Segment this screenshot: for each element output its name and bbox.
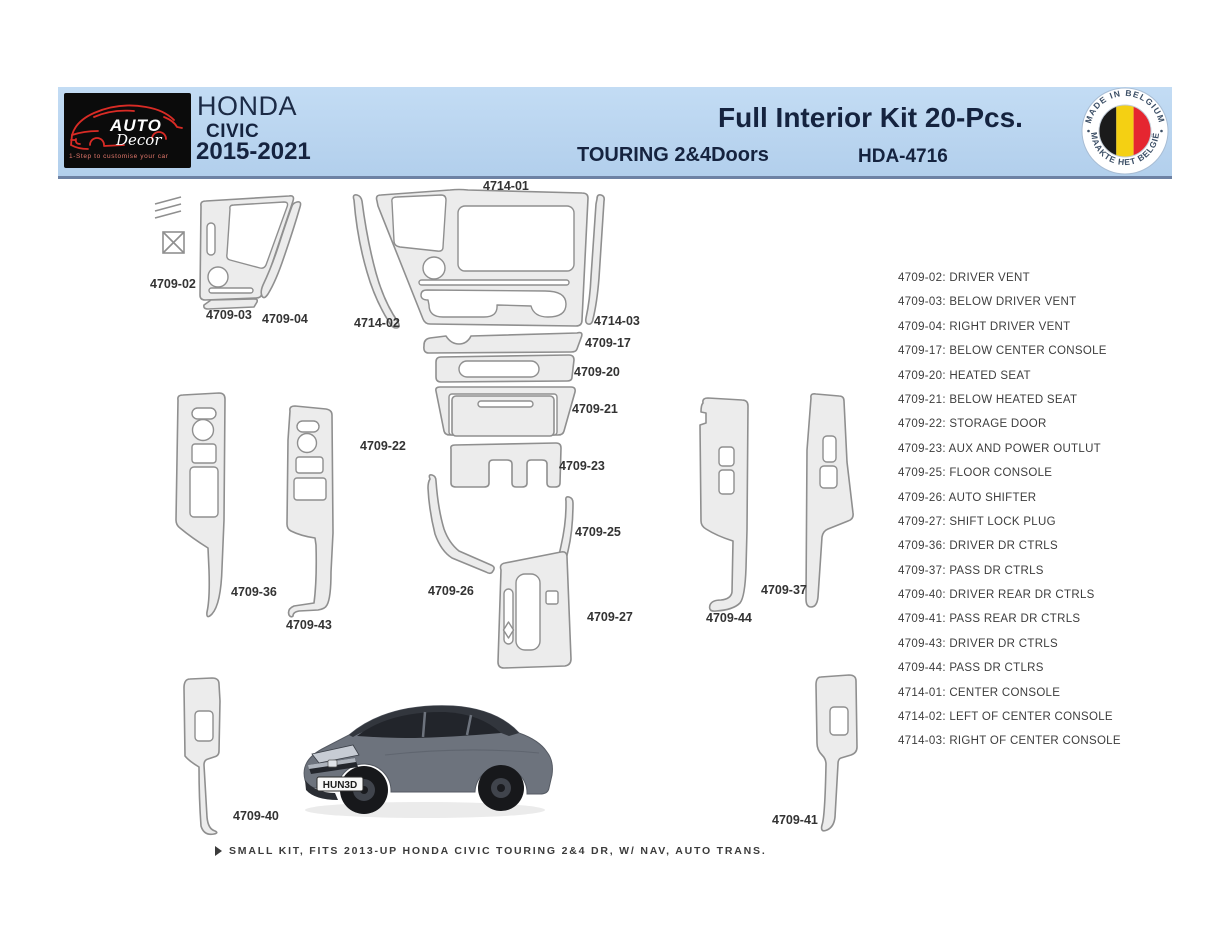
part-label: 4709-25 [575, 525, 621, 539]
parts-list-item: 4714-03RIGHT OF CENTER CONSOLE [898, 729, 1121, 753]
part-label: 4709-03 [206, 308, 252, 322]
logo-tagline: 1-Step to customise your car [69, 153, 169, 160]
logo-car-icon [70, 104, 183, 150]
part-4709-20-shape [435, 354, 575, 383]
part-label: 4714-01 [483, 179, 529, 193]
parts-list-item: 4709-41PASS REAR DR CTRLS [898, 607, 1121, 631]
part-label: 4709-21 [572, 402, 618, 416]
parts-list-item: 4709-22STORAGE DOOR [898, 412, 1121, 436]
footnote: SMALL KIT, FITS 2013-UP HONDA CIVIC TOUR… [215, 845, 767, 857]
part-label: 4709-23 [559, 459, 605, 473]
header-band: AUTO Decor 1-Step to customise your car … [58, 87, 1172, 179]
part-label: 4709-27 [587, 610, 633, 624]
parts-list-item: 4709-44PASS DR CTLRS [898, 656, 1121, 680]
parts-list-item: 4709-43DRIVER DR CTRLS [898, 632, 1121, 656]
part-label: 4714-02 [354, 316, 400, 330]
hatch-marks-icon [154, 196, 182, 219]
part-label: 4709-43 [286, 618, 332, 632]
part-4709-02-shape [199, 195, 295, 301]
parts-list-item: 4709-02DRIVER VENT [898, 266, 1121, 290]
part-label: 4709-26 [428, 584, 474, 598]
part-label: 4709-37 [761, 583, 807, 597]
kit-title: Full Interior Kit 20-Pcs. [718, 102, 1023, 133]
part-label: 4709-02 [150, 277, 196, 291]
part-4714-02-shape [352, 194, 400, 329]
parts-list-item: 4709-20HEATED SEAT [898, 364, 1121, 388]
auto-decor-logo: AUTO Decor 1-Step to customise your car [64, 93, 191, 168]
part-label: 4709-44 [706, 611, 752, 625]
part-4709-43-shape [286, 405, 334, 618]
part-4709-17-shape [423, 331, 583, 354]
parts-list-item: 4709-40DRIVER REAR DR CTRLS [898, 583, 1121, 607]
logo-word-auto: AUTO [110, 116, 162, 135]
part-label: 4709-40 [233, 809, 279, 823]
parts-list-item: 4709-25FLOOR CONSOLE [898, 461, 1121, 485]
kit-sku: HDA-4716 [858, 146, 948, 167]
part-4709-44-shape [699, 397, 749, 612]
parts-list-item: 4714-02LEFT OF CENTER CONSOLE [898, 705, 1121, 729]
part-4709-41-shape [815, 674, 858, 832]
part-label: 4709-22 [360, 439, 406, 453]
part-label: 4709-41 [772, 813, 818, 827]
part-4709-40-shape [183, 677, 221, 836]
crossed-box-icon [162, 231, 185, 254]
parts-list-item: 4714-01CENTER CONSOLE [898, 681, 1121, 705]
parts-list-item: 4709-17BELOW CENTER CONSOLE [898, 339, 1121, 363]
part-4709-37-shape [805, 393, 854, 608]
part-4709-36-shape [175, 392, 226, 618]
part-4714-03-shape [584, 194, 605, 325]
parts-list-item: 4709-27SHIFT LOCK PLUG [898, 510, 1121, 534]
brand-make: HONDA [197, 91, 298, 121]
part-label: 4714-03 [594, 314, 640, 328]
parts-list-item: 4709-04RIGHT DRIVER VENT [898, 315, 1121, 339]
part-4709-21-shape [435, 386, 576, 437]
footnote-text: SMALL KIT, FITS 2013-UP HONDA CIVIC TOUR… [229, 845, 767, 857]
parts-list-item: 4709-03BELOW DRIVER VENT [898, 290, 1121, 314]
car-photo: HUN3D [295, 683, 558, 822]
license-plate: HUN3D [323, 780, 357, 791]
parts-list: 4709-02DRIVER VENT 4709-03BELOW DRIVER V… [898, 266, 1121, 754]
parts-list-item: 4709-36DRIVER DR CTRLS [898, 534, 1121, 558]
brand-model: CIVIC [206, 121, 260, 142]
part-4709-03-shape [203, 298, 259, 310]
part-label: 4709-04 [262, 312, 308, 326]
part-label: 4709-20 [574, 365, 620, 379]
brand-years: 2015-2021 [196, 138, 311, 165]
part-label: 4709-17 [585, 336, 631, 350]
part-4709-26-shape [497, 551, 572, 669]
part-4714-01-shape [375, 188, 589, 327]
belgium-flag-icon [1099, 105, 1151, 157]
made-in-belgium-badge: MADE IN BELGIUM MAAKTE HET BELGIË [1081, 87, 1169, 175]
part-label: 4709-36 [231, 585, 277, 599]
part-4709-04-shape [260, 201, 302, 299]
part-4709-23-shape [450, 442, 562, 488]
parts-list-item: 4709-26AUTO SHIFTER [898, 486, 1121, 510]
parts-list-item: 4709-37PASS DR CTRLS [898, 559, 1121, 583]
bullet-arrow-icon [215, 846, 222, 856]
parts-list-item: 4709-21BELOW HEATED SEAT [898, 388, 1121, 412]
parts-list-item: 4709-23AUX AND POWER OUTLUT [898, 437, 1121, 461]
logo-word-decor: Decor [116, 131, 162, 149]
kit-trim: TOURING 2&4Doors [577, 144, 769, 166]
